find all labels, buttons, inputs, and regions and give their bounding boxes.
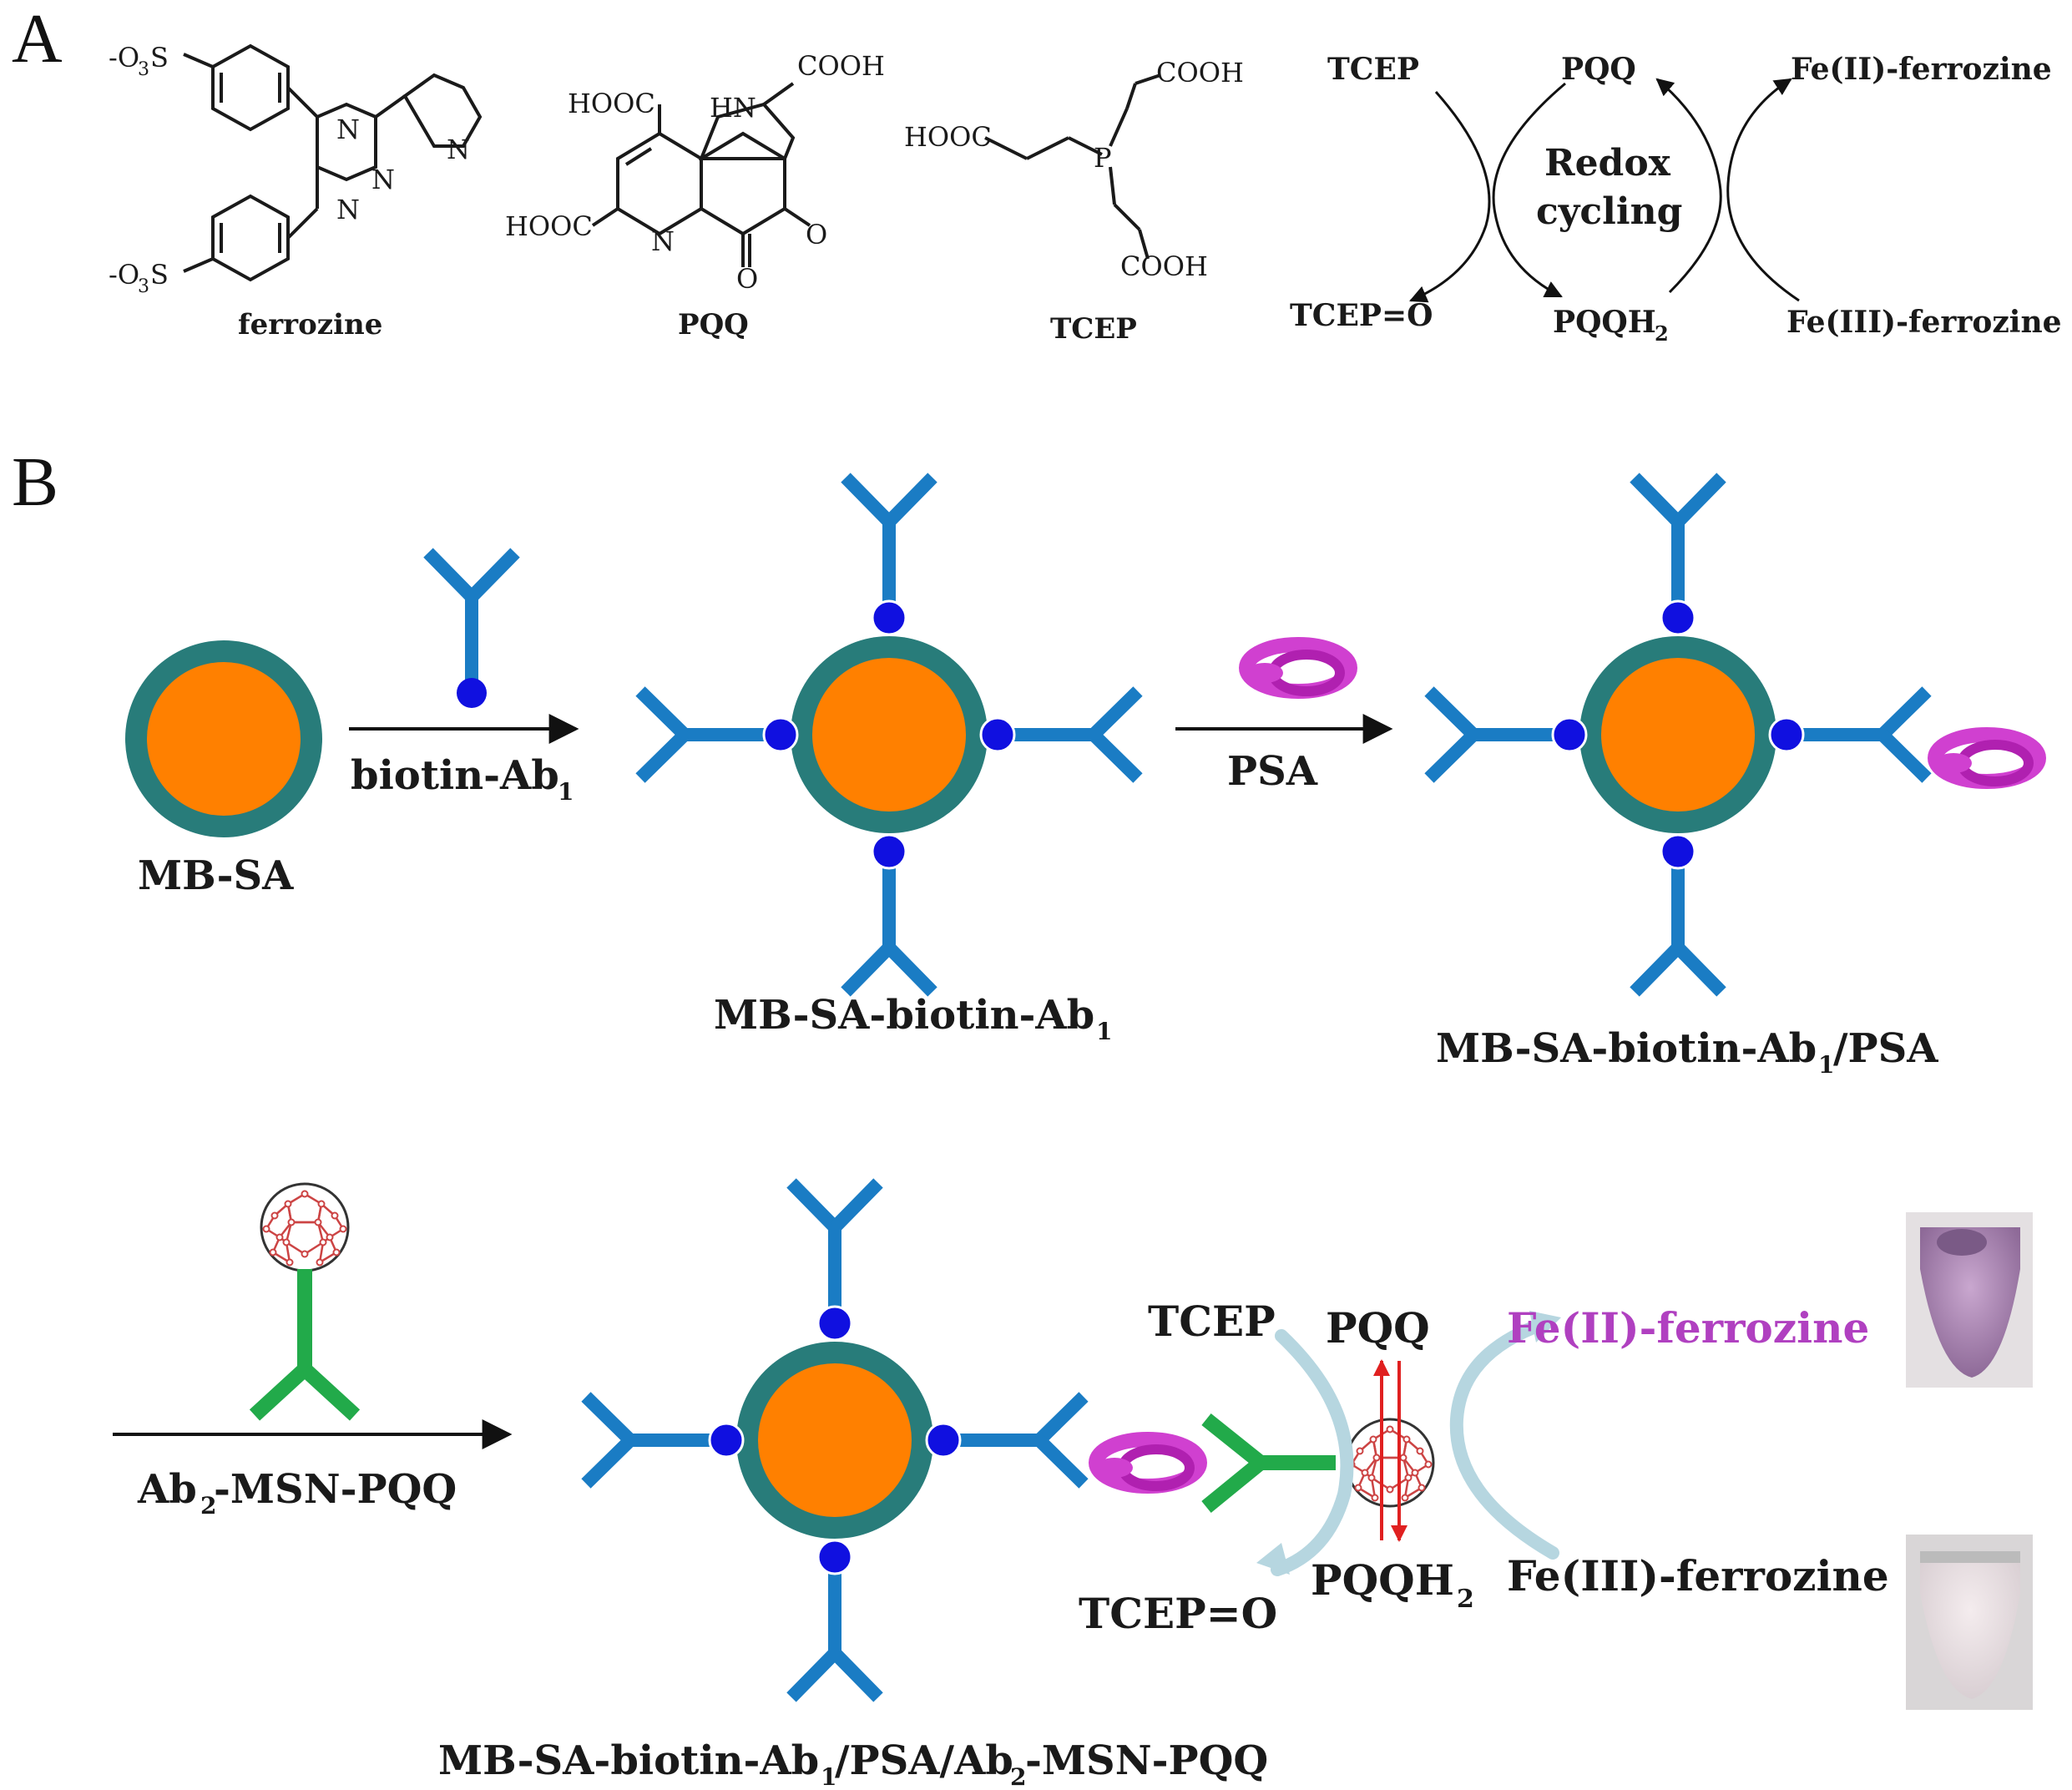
step2-label: PSA bbox=[1227, 748, 1318, 795]
svg-text:/PSA: /PSA bbox=[1833, 1025, 1938, 1072]
svg-text:2: 2 bbox=[1457, 1585, 1474, 1614]
complex1 bbox=[640, 478, 1138, 992]
cycle-b-pqq: PQQ bbox=[1326, 1303, 1430, 1353]
psa-bound-3 bbox=[1096, 1439, 1200, 1486]
cycle-a-fe2: Fe(II)-ferrozine bbox=[1791, 52, 2052, 87]
cycle-a-fe3: Fe(III)-ferrozine bbox=[1786, 305, 2062, 340]
svg-text:1: 1 bbox=[1096, 1018, 1112, 1045]
svg-text:S: S bbox=[150, 259, 169, 291]
svg-text:N: N bbox=[651, 225, 675, 257]
svg-text:HOOC: HOOC bbox=[904, 121, 992, 153]
svg-text:1: 1 bbox=[821, 1763, 836, 1790]
svg-text:N: N bbox=[447, 134, 470, 165]
ab2-bound bbox=[1201, 1413, 1336, 1513]
panel-b-letter: B bbox=[12, 443, 58, 521]
cycle-b-fe2: Fe(II)-ferrozine bbox=[1507, 1303, 1869, 1353]
svg-text:COOH: COOH bbox=[1156, 57, 1244, 88]
svg-text:-MSN-PQQ: -MSN-PQQ bbox=[1025, 1737, 1268, 1784]
tcep-structure bbox=[984, 73, 1161, 260]
pqq-structure bbox=[591, 82, 811, 267]
panel-a-letter: A bbox=[12, 0, 63, 78]
panel-b-redox-cycle: TCEP PQQ Fe(II)-ferrozine TCEP=O PQQH 2 … bbox=[1079, 1297, 1889, 1638]
svg-text:HOOC: HOOC bbox=[505, 210, 593, 242]
svg-text:HN: HN bbox=[710, 92, 756, 124]
svg-text:COOH: COOH bbox=[1120, 250, 1208, 282]
svg-text:N: N bbox=[371, 164, 395, 195]
svg-text:O: O bbox=[806, 219, 827, 250]
panel-a-redox-cycle: TCEP PQQ Fe(II)-ferrozine Redox cycling … bbox=[1290, 52, 2062, 346]
svg-text:3: 3 bbox=[138, 59, 149, 80]
ab2-msn-pqq-reagent bbox=[249, 1182, 361, 1421]
complex3 bbox=[586, 1183, 1084, 1697]
cycle-a-center-1: Redox bbox=[1544, 142, 1671, 185]
cycle-b-fe3: Fe(III)-ferrozine bbox=[1507, 1551, 1889, 1600]
svg-text:-O: -O bbox=[109, 42, 139, 73]
pqq-name: PQQ bbox=[678, 308, 749, 341]
ferrozine-structure bbox=[183, 43, 483, 282]
cycle-a-center-2: cycling bbox=[1536, 190, 1682, 233]
mb-sa-bead bbox=[125, 640, 322, 837]
svg-text:P: P bbox=[1094, 142, 1112, 174]
svg-text:2: 2 bbox=[200, 1492, 216, 1519]
svg-text:1: 1 bbox=[558, 778, 574, 806]
pqq-atom-labels: COOH HOOC HN HOOC N O O bbox=[505, 50, 885, 295]
tube-fe2-photo bbox=[1906, 1212, 2033, 1388]
cycle-a-pqqh2: PQQH bbox=[1553, 305, 1656, 340]
svg-text:-MSN-PQQ: -MSN-PQQ bbox=[214, 1466, 457, 1513]
ferrozine-atom-labels: -O 3 S -O 3 S N N N N bbox=[109, 42, 470, 297]
svg-text:-O: -O bbox=[109, 259, 139, 291]
svg-text:1: 1 bbox=[1818, 1051, 1834, 1079]
tcep-atom-labels: HOOC P COOH COOH bbox=[904, 57, 1244, 282]
svg-text:2: 2 bbox=[1010, 1763, 1026, 1790]
cycle-b-tcep-o: TCEP=O bbox=[1079, 1589, 1277, 1638]
svg-text:3: 3 bbox=[138, 276, 149, 297]
svg-text:N: N bbox=[336, 114, 360, 145]
step3-label: Ab bbox=[137, 1466, 197, 1513]
complex3-label: MB-SA-biotin-Ab bbox=[438, 1737, 819, 1784]
svg-text:/PSA/Ab: /PSA/Ab bbox=[835, 1737, 1013, 1784]
tube-fe3-photo bbox=[1906, 1535, 2033, 1710]
step1-label: biotin-Ab bbox=[351, 752, 559, 799]
complex2 bbox=[1429, 478, 1927, 992]
mb-sa-label: MB-SA bbox=[138, 852, 294, 899]
psa-reagent bbox=[1246, 645, 1350, 691]
psa-bound bbox=[1935, 735, 2039, 781]
ferrozine-name: ferrozine bbox=[238, 308, 382, 341]
svg-text:HOOC: HOOC bbox=[568, 88, 655, 119]
cycle-a-tcep-o: TCEP=O bbox=[1290, 298, 1433, 333]
biotin-ab1-reagent bbox=[428, 553, 515, 708]
tcep-name: TCEP bbox=[1050, 312, 1137, 346]
cycle-a-pqq: PQQ bbox=[1561, 52, 1636, 87]
cycle-b-tcep: TCEP bbox=[1148, 1297, 1276, 1346]
cycle-b-pqqh2: PQQH bbox=[1311, 1555, 1454, 1605]
svg-text:S: S bbox=[150, 42, 169, 73]
svg-text:N: N bbox=[336, 194, 360, 225]
svg-text:O: O bbox=[736, 263, 758, 295]
cycle-a-tcep: TCEP bbox=[1327, 52, 1419, 87]
svg-text:2: 2 bbox=[1655, 321, 1669, 346]
svg-text:COOH: COOH bbox=[797, 50, 885, 82]
complex2-label: MB-SA-biotin-Ab bbox=[1436, 1025, 1817, 1072]
msn-fullerene bbox=[1345, 1418, 1435, 1508]
complex1-label: MB-SA-biotin-Ab bbox=[714, 992, 1094, 1039]
